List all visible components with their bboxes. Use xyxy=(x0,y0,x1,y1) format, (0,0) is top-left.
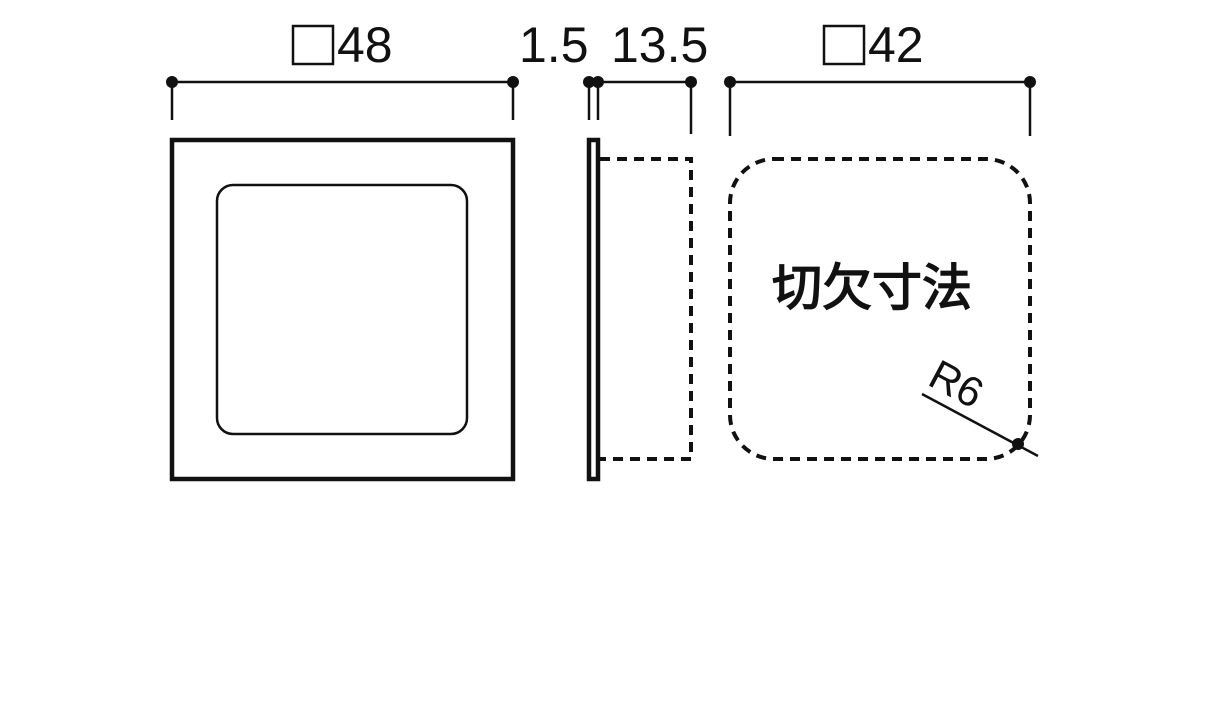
dimension-terminal-dot xyxy=(592,76,604,88)
corner-radius-label: R6 xyxy=(922,350,991,417)
square-symbol-icon xyxy=(291,24,335,66)
front-recess-outline xyxy=(215,183,469,436)
dimension-cutout-width: 42 xyxy=(724,17,1036,136)
flange-thickness-label: 1.5 xyxy=(519,17,589,73)
side-flange xyxy=(586,137,601,482)
front-width-label: 48 xyxy=(337,17,393,73)
dimension-front-width: 48 xyxy=(166,17,519,120)
body-depth-label: 13.5 xyxy=(611,17,708,73)
dimension-corner-radius: R6 xyxy=(921,350,1039,458)
radius-terminal-dot xyxy=(1012,438,1024,450)
square-symbol-icon xyxy=(822,24,866,66)
front-plate-outline xyxy=(169,137,516,482)
cutout-label: 切欠寸法 xyxy=(772,259,972,317)
dimension-terminal-dot xyxy=(507,76,519,88)
dimension-terminal-dot xyxy=(685,76,697,88)
side-view xyxy=(586,137,693,482)
dimension-terminal-dot xyxy=(166,76,178,88)
side-body-hidden-outline xyxy=(600,157,693,461)
cutout-outline xyxy=(728,157,1032,461)
dimension-terminal-dot xyxy=(1024,76,1036,88)
dimension-terminal-dot xyxy=(583,76,595,88)
cutout-width-label: 42 xyxy=(868,17,924,73)
dimension-terminal-dot xyxy=(724,76,736,88)
dimension-side: 1.5 13.5 xyxy=(519,17,708,134)
front-view xyxy=(169,137,516,482)
cutout-view: 切欠寸法 xyxy=(728,157,1032,461)
